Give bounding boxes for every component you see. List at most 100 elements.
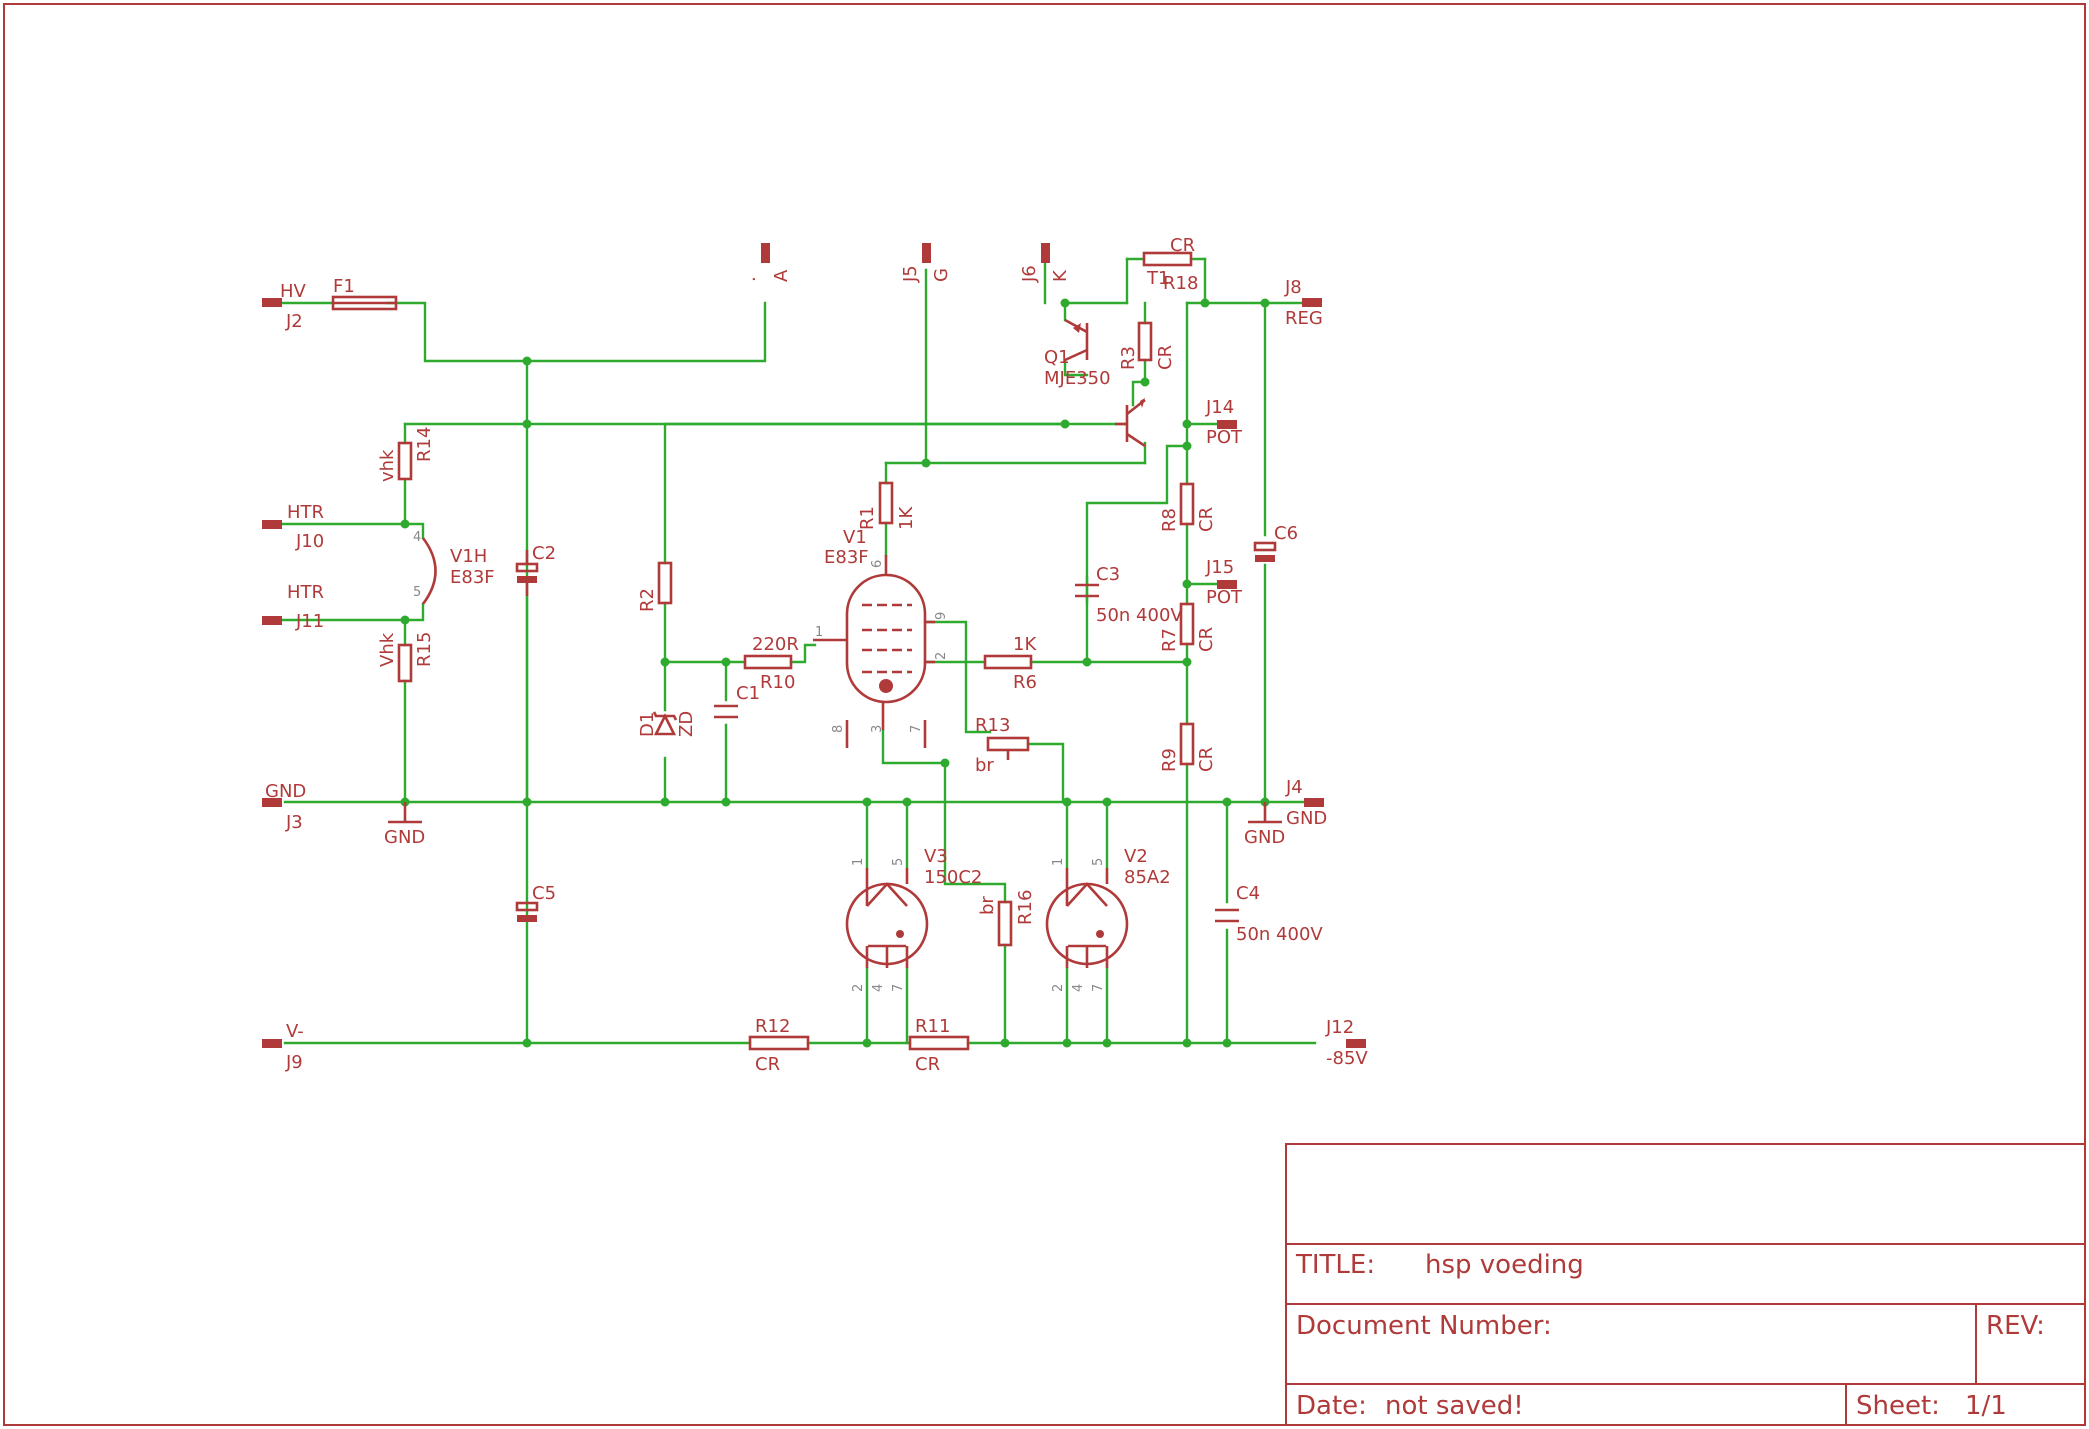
date-label: Date: xyxy=(1296,1391,1367,1421)
r8-value: CR xyxy=(1196,507,1217,532)
q1-value: MJE350 xyxy=(1044,368,1111,389)
resistor-r15 xyxy=(397,643,413,683)
v3-name: V3 xyxy=(924,846,948,867)
v2-name: V2 xyxy=(1124,846,1148,867)
fuse-f1 xyxy=(331,295,398,311)
sheet-label: Sheet: xyxy=(1856,1391,1940,1421)
gnd1-label: GND xyxy=(384,827,425,848)
tube-v1 xyxy=(813,555,935,748)
j4-value: GND xyxy=(1286,808,1327,829)
r9-value: CR xyxy=(1196,747,1217,772)
tube-v3 xyxy=(845,868,929,968)
v3-pin-4: 4 xyxy=(871,984,886,992)
r3-name: R3 xyxy=(1118,346,1139,370)
v1-pin-7: 7 xyxy=(909,725,924,733)
c3-name: C3 xyxy=(1096,564,1120,585)
resistor-r16 xyxy=(997,900,1013,947)
j3-name: J3 xyxy=(285,812,303,833)
c5-name: C5 xyxy=(532,883,556,904)
j8-name: J8 xyxy=(1284,277,1302,298)
j4-name: J4 xyxy=(1285,777,1303,798)
resistor-r14 xyxy=(397,441,413,481)
r6-name: R6 xyxy=(1013,672,1037,693)
v2-pin-1: 1 xyxy=(1051,858,1066,866)
resistor-r2 xyxy=(657,561,673,605)
j10-name: J10 xyxy=(295,531,324,552)
r6-value: 1K xyxy=(1013,634,1037,655)
j14-name: J14 xyxy=(1205,397,1234,418)
v2-value: 85A2 xyxy=(1124,867,1171,888)
v2-pin-2: 2 xyxy=(1051,984,1066,992)
r18-name: R18 xyxy=(1163,273,1198,294)
wires xyxy=(278,256,1322,1045)
j11-name: J11 xyxy=(295,611,324,632)
r13-value: br xyxy=(975,755,994,776)
gnd2-label: GND xyxy=(1244,827,1285,848)
ground-symbol-1 xyxy=(388,802,422,824)
r11-value: CR xyxy=(915,1054,940,1075)
v1-name: V1 xyxy=(843,527,867,548)
q1-name: Q1 xyxy=(1044,347,1070,368)
v2-pin-4: 4 xyxy=(1071,984,1086,992)
v2-pin-7: 7 xyxy=(1091,984,1106,992)
tube-v2 xyxy=(1045,868,1129,968)
r15-name: R15 xyxy=(414,632,435,667)
v1-pin-9: 9 xyxy=(934,612,949,620)
title-value: hsp voeding xyxy=(1425,1250,1584,1280)
v3-pin-1: 1 xyxy=(851,858,866,866)
resistor-r18 xyxy=(1142,251,1193,267)
j2-value: HV xyxy=(280,281,307,302)
capacitor-c5 xyxy=(515,901,539,922)
v2-pin-5: 5 xyxy=(1091,858,1106,866)
transistor-t1 xyxy=(1115,398,1146,448)
ja-name: · xyxy=(744,276,765,282)
capacitor-c2 xyxy=(515,550,539,596)
t1-name: T1 xyxy=(1146,268,1169,289)
v1h-pin-b: 5 xyxy=(413,585,421,600)
j2-name: J2 xyxy=(285,311,303,332)
v1-value: E83F xyxy=(824,547,869,568)
r13-name: R13 xyxy=(975,715,1010,736)
c6-name: C6 xyxy=(1274,523,1298,544)
v1-pin-3: 3 xyxy=(870,725,885,733)
v1-pin-6: 6 xyxy=(870,560,885,568)
j14-value: POT xyxy=(1206,427,1243,448)
j6-value: K xyxy=(1050,269,1071,282)
v3-value: 150C2 xyxy=(924,867,982,888)
r14-name: R14 xyxy=(414,427,435,462)
j12-name: J12 xyxy=(1325,1017,1354,1038)
j15-value: POT xyxy=(1206,587,1243,608)
r15-value: Vhk xyxy=(377,632,398,667)
title-label: TITLE: xyxy=(1295,1250,1375,1280)
j10-value: HTR xyxy=(287,502,324,523)
resistor-r7 xyxy=(1179,602,1195,646)
junctions xyxy=(400,298,1270,1048)
resistor-r1 xyxy=(878,481,894,525)
c1-name: C1 xyxy=(736,683,760,704)
r18-value: CR xyxy=(1170,235,1195,256)
j9-value: V- xyxy=(286,1021,304,1042)
v3-pin-7: 7 xyxy=(891,984,906,992)
j11-value: HTR xyxy=(287,582,324,603)
r14-value: vhk xyxy=(377,449,398,482)
capacitor-c4 xyxy=(1215,908,1239,923)
connector-pads xyxy=(262,243,1366,1048)
r3-value: CR xyxy=(1155,345,1176,370)
r16-name: R16 xyxy=(1015,890,1036,925)
document-number-label: Document Number: xyxy=(1296,1311,1552,1341)
date-value: not saved! xyxy=(1385,1391,1524,1421)
sheet-value: 1/1 xyxy=(1965,1391,2007,1421)
transistor-q1 xyxy=(1064,318,1089,362)
sheet-frame xyxy=(3,3,2086,1426)
r11-name: R11 xyxy=(915,1016,950,1037)
rev-label: REV: xyxy=(1986,1311,2045,1341)
v1-pin-2: 2 xyxy=(934,652,949,660)
v1h-pin-a: 4 xyxy=(413,530,421,545)
v1h-value: E83F xyxy=(450,567,495,588)
capacitor-c1 xyxy=(714,704,738,719)
resistor-r6 xyxy=(983,654,1033,670)
r12-name: R12 xyxy=(755,1016,790,1037)
r7-value: CR xyxy=(1196,627,1217,652)
v3-pin-2: 2 xyxy=(851,984,866,992)
